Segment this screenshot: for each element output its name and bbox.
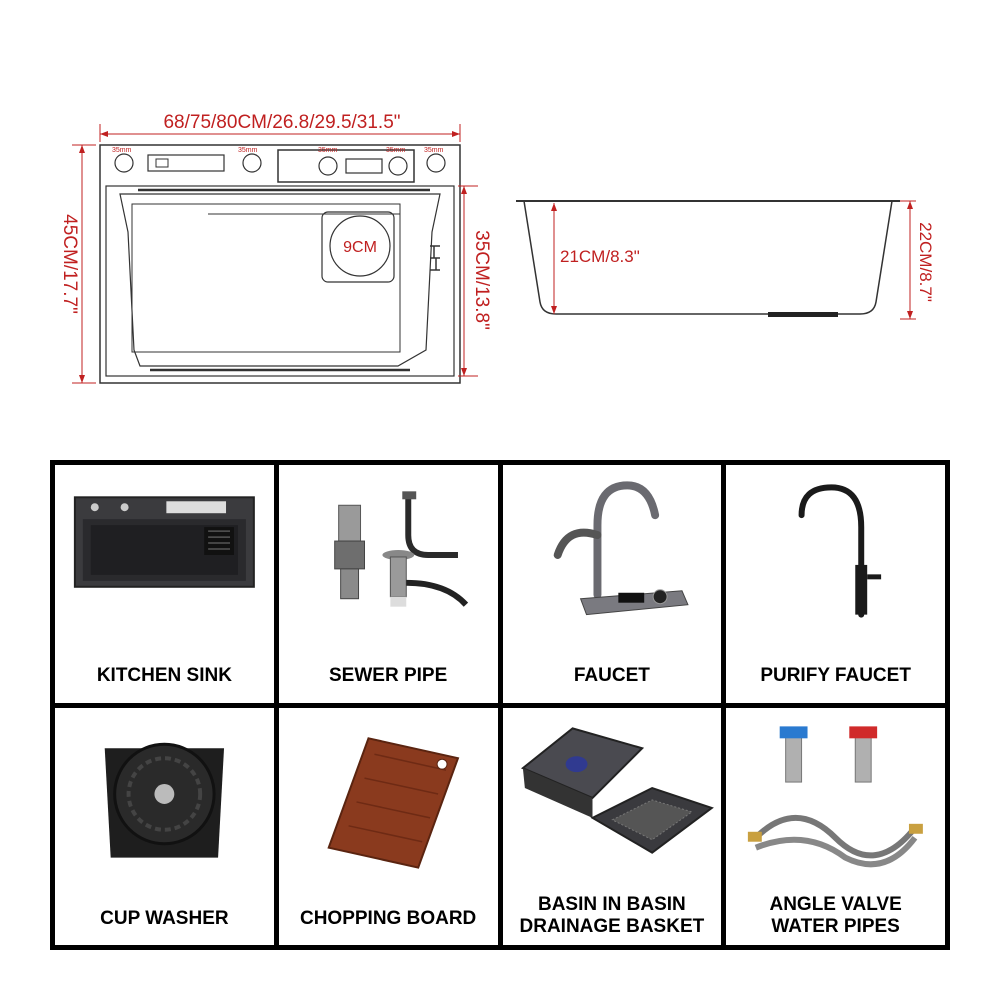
cup-washer-recess [321,211,395,283]
accessory-label: PURIFY FAUCET [760,665,911,686]
inner-depth-label: 21CM/8.3" [560,247,640,266]
kitchen-sink-icon [73,496,255,588]
spacing-label: 35mm [386,147,406,154]
circle-diameter-label: 9CM [343,239,377,256]
accessory-label: FAUCET [573,665,650,686]
rim-hole [426,153,446,173]
accessory-label: BASIN IN BASIN [537,893,686,915]
accessory-basin-basket: BASIN IN BASIN DRAINAGE BASKET [502,707,722,945]
sink-outer-rim [99,144,461,384]
accessory-faucet: FAUCET [502,465,722,703]
sewer-pipe-icon [333,491,468,607]
rim-hole [114,153,134,173]
spacing-label: 35mm [424,147,444,154]
side-view-drain [768,312,838,317]
rim-panel [277,149,415,183]
rim-hole [318,156,338,176]
rim-slot [147,154,225,172]
rim-hole [242,153,262,173]
accessory-label: ANGLE VALVE [769,893,902,915]
accessory-label: KITCHEN SINK [96,665,232,686]
spacing-label: 35mm [238,147,258,154]
sink-top-view-diagram: 9CM 35mm 35mm 35mm 35mm 35mm 68/75/80CM/… [59,112,935,384]
basin-basket-icon [520,726,714,854]
accessory-chopping-board: CHOPPING BOARD [278,707,498,945]
spacing-label: 35mm [112,147,132,154]
width-dimension-label: 68/75/80CM/26.8/29.5/31.5" [163,112,400,133]
purify-faucet-icon [798,484,882,618]
accessory-label: SEWER PIPE [329,665,448,686]
sink-bowl [119,193,441,367]
angle-valve-icon [748,725,924,867]
accessory-label-line2: WATER PIPES [771,915,900,937]
accessory-angle-valve: ANGLE VALVE WATER PIPES [726,707,945,945]
spacing-label: 35mm [318,147,338,154]
sink-bowl-outer [105,185,455,377]
sink-bowl-floor [131,203,401,353]
accessory-kitchen-sink: KITCHEN SINK [55,465,274,703]
rim-hole [388,156,408,176]
cup-washer-icon [104,742,225,858]
accessory-cup-washer: CUP WASHER [55,707,274,945]
accessory-purify-faucet: PURIFY FAUCET [726,465,945,703]
outer-depth-label: 22CM/8.7" [916,222,935,302]
side-view-bowl [523,200,893,315]
height-dimension-label: 45CM/17.7" [59,214,80,314]
accessory-grid: KITCHEN SINK SEWER PIPE FAUCET [50,460,950,950]
chopping-board-icon [327,736,460,869]
accessory-sewer-pipe: SEWER PIPE [278,465,498,703]
accessory-label: CUP WASHER [100,907,229,929]
inner-height-dimension-label: 35CM/13.8" [471,230,492,330]
accessory-label: CHOPPING BOARD [299,907,477,929]
accessory-label-line2: DRAINAGE BASKET [519,915,705,937]
faucet-icon [553,481,689,616]
cup-washer-circle [329,215,391,277]
